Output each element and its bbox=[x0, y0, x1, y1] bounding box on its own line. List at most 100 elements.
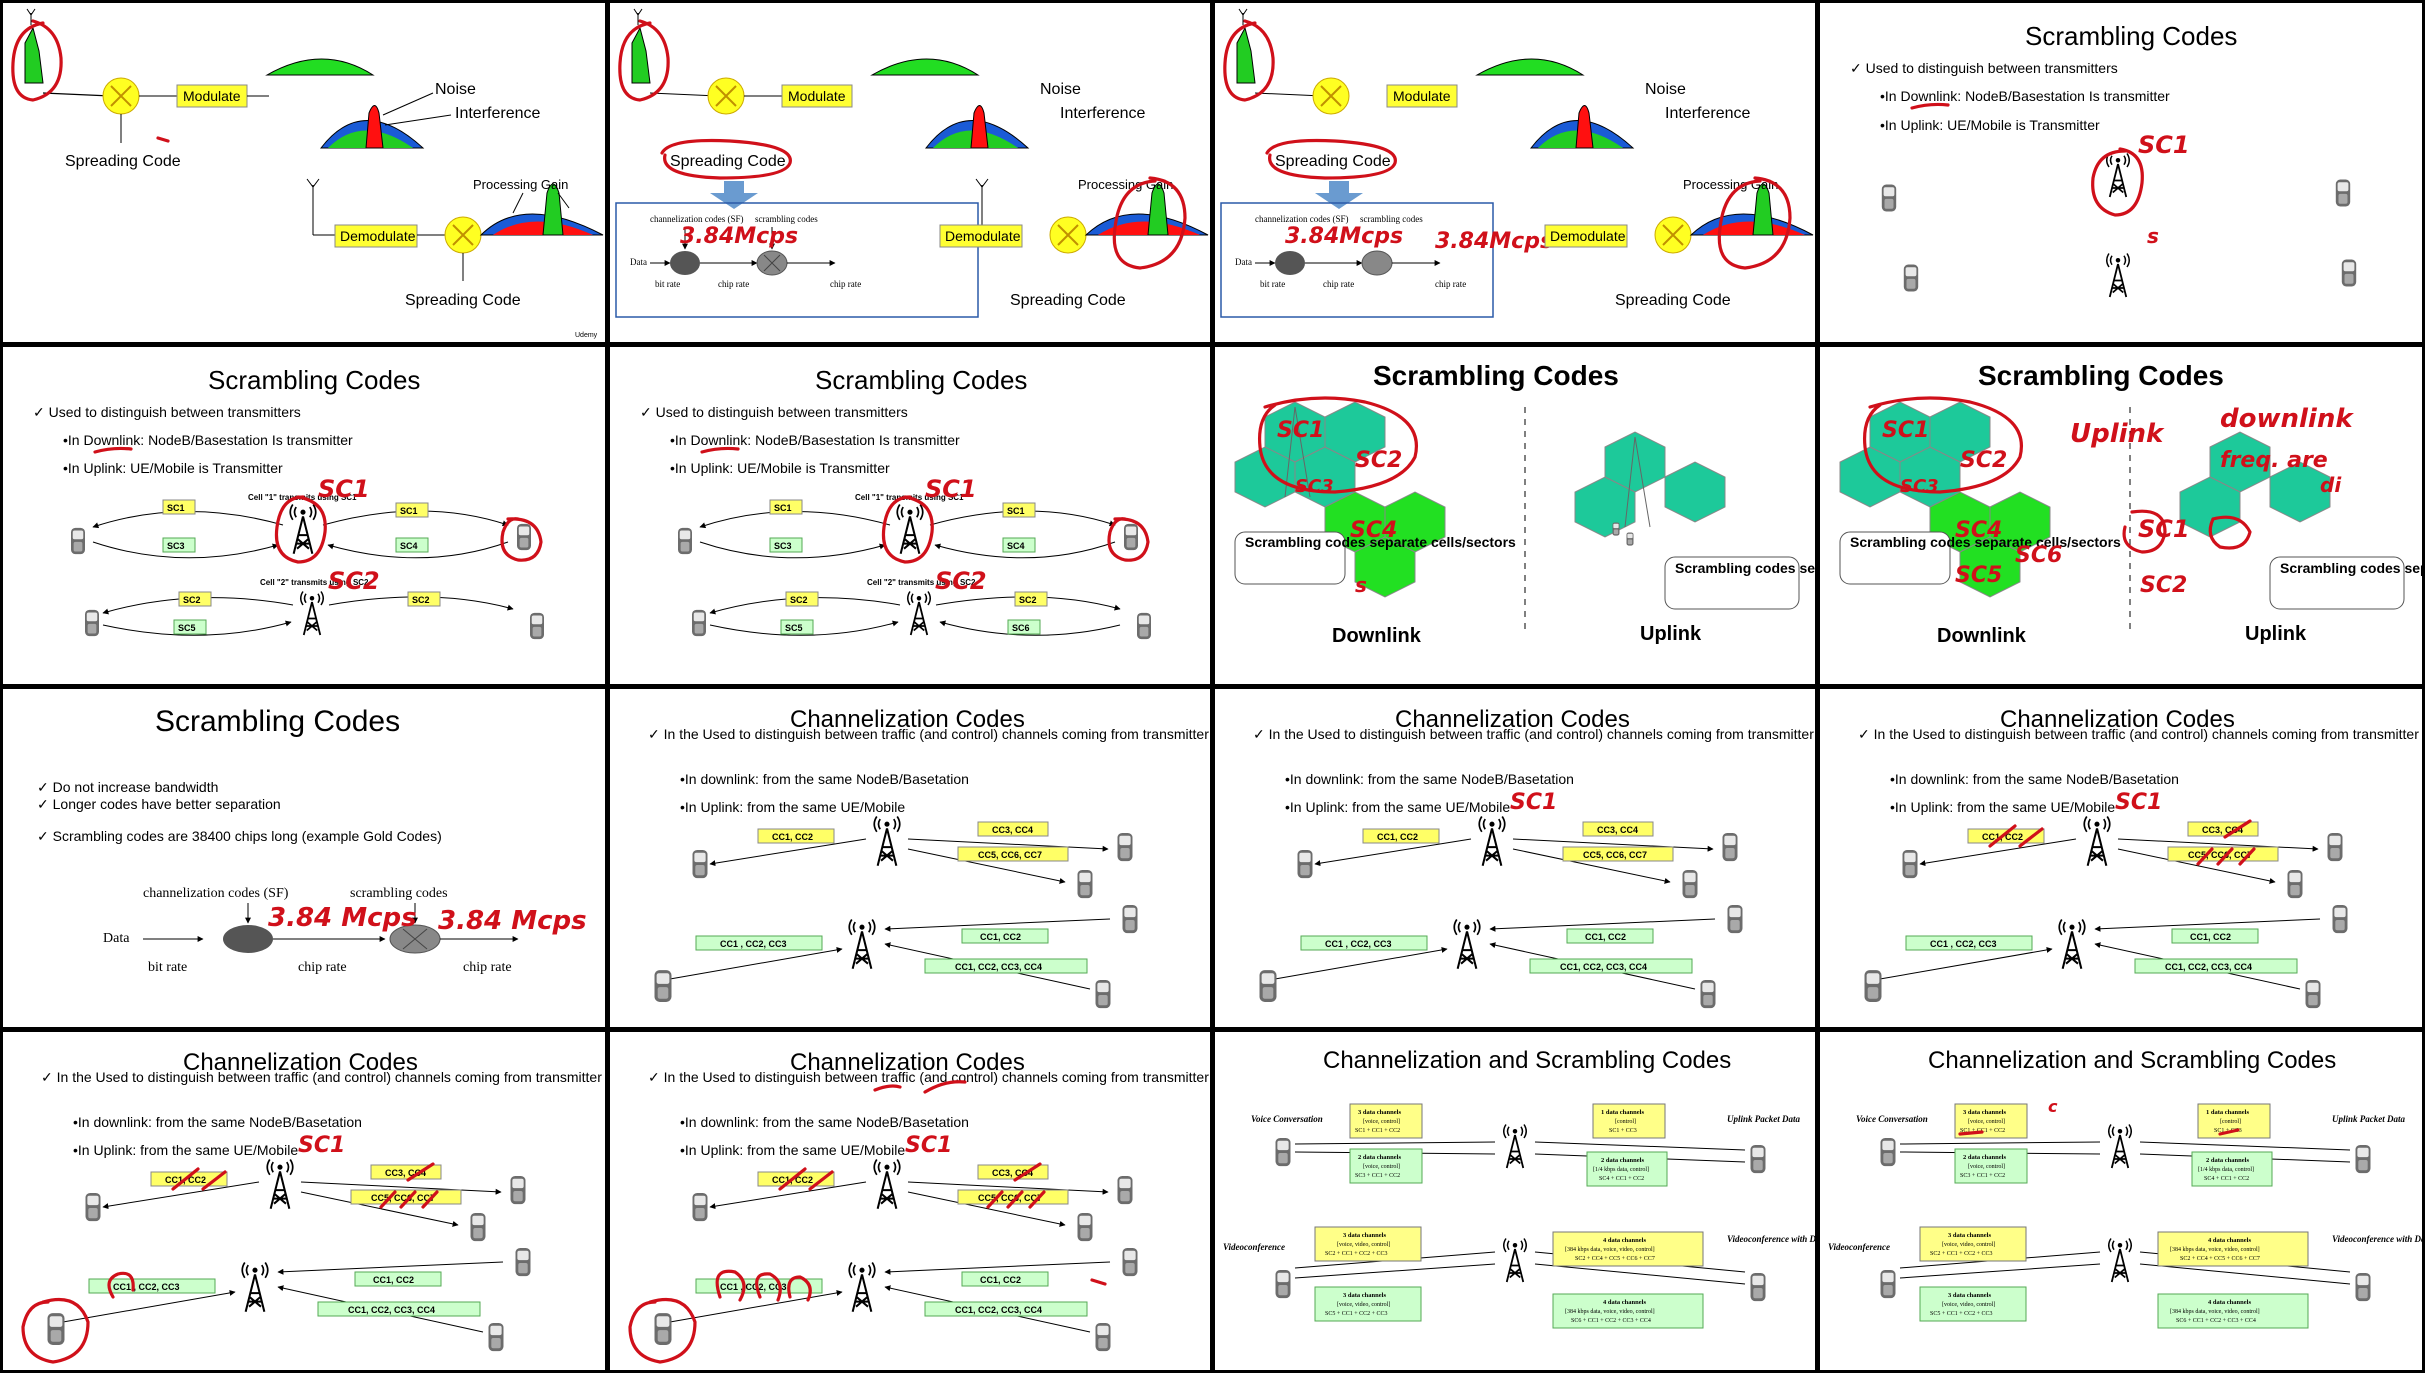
spreading-code-label-2: Spreading Code bbox=[1615, 292, 1731, 309]
cc-label: CC1, CC2 bbox=[772, 832, 813, 842]
slide-scrambling-properties[interactable]: Scrambling Codes ✓ Do not increase bandw… bbox=[3, 689, 605, 1027]
box-sub: [voice, video, control] bbox=[1337, 1242, 1390, 1248]
slide-combined-2[interactable]: Channelization and Scrambling Codes Voic… bbox=[1820, 1032, 2422, 1370]
annotation-sc1: SC1 bbox=[298, 1133, 345, 1158]
annotation-sc2: SC2 bbox=[1355, 448, 1402, 473]
slide-scrambling-1[interactable]: Scrambling Codes ✓ Used to distinguish b… bbox=[1820, 3, 2422, 342]
slide-title: Scrambling Codes bbox=[1978, 360, 2224, 391]
bullet-3: •In Uplink: from the same UE/Mobile bbox=[73, 1142, 298, 1158]
slide-channelization-2[interactable]: Channelization Codes ✓ In the Used to di… bbox=[1215, 689, 1815, 1027]
cc-label: CC1, CC2, CC3, CC4 bbox=[2165, 962, 2252, 972]
slide-spreading-1[interactable]: Modulate Spreading Code Noise Interferen… bbox=[3, 3, 605, 342]
demodulate-label: Demodulate bbox=[340, 228, 416, 244]
property-2: ✓ Longer codes have better separation bbox=[37, 796, 281, 812]
bullet-3: •In Uplink: UE/Mobile is Transmitter bbox=[1880, 117, 2100, 133]
annotation-mcps: 3.84 Mcps bbox=[268, 903, 417, 933]
videoconference-data-label: Videoconference with Data bbox=[1727, 1234, 1815, 1244]
annotation-sc3: SC3 bbox=[1900, 476, 1939, 497]
bullet-2: •In Downlink: NodeB/Basestation Is trans… bbox=[1880, 88, 2170, 104]
property-3: ✓ Scrambling codes are 38400 chips long … bbox=[37, 828, 442, 844]
cc-label: CC5, CC6, CC7 bbox=[2188, 850, 2252, 860]
cc-label: CC1, CC2 bbox=[980, 932, 1021, 942]
cc-label: CC1, CC2, CC3, CC4 bbox=[348, 1305, 435, 1315]
demodulate-label: Demodulate bbox=[1550, 228, 1626, 244]
downlink-label: Downlink bbox=[1937, 625, 2027, 647]
box-title: 1 data channels bbox=[2206, 1109, 2249, 1116]
sc-label: SC5 bbox=[178, 623, 196, 633]
bullet-2: •In Downlink: NodeB/Basestation Is trans… bbox=[63, 432, 353, 448]
box-title: 2 data channels bbox=[1601, 1157, 1644, 1164]
cc-label: CC1, CC2 bbox=[980, 1275, 1021, 1285]
interference-label: Interference bbox=[455, 105, 540, 122]
slide-channelization-5[interactable]: Channelization Codes ✓ In the Used to di… bbox=[610, 1032, 1210, 1370]
box-sub: [voice, video, control] bbox=[1337, 1302, 1390, 1308]
sc-label: SC2 bbox=[412, 595, 430, 605]
callout-uplink: Scrambling codes separate different mobi… bbox=[1675, 560, 1815, 576]
slide-title: Scrambling Codes bbox=[815, 365, 1027, 395]
bullet-2: •In downlink: from the same NodeB/Baseta… bbox=[680, 1114, 969, 1130]
annotation-downlink: downlink bbox=[2220, 404, 2354, 434]
slide-channelization-3[interactable]: Channelization Codes ✓ In the Used to di… bbox=[1820, 689, 2422, 1027]
scrambling-codes-label: scrambling codes bbox=[1360, 214, 1423, 224]
cc-label: CC1 , CC2, CC3 bbox=[1930, 939, 1997, 949]
slide-channelization-1[interactable]: Channelization Codes ✓ In the Used to di… bbox=[610, 689, 1210, 1027]
slide-title: Channelization Codes bbox=[1395, 706, 1630, 733]
slide-scrambling-3[interactable]: Scrambling Codes ✓ Used to distinguish b… bbox=[610, 347, 1210, 684]
bullet-1: ✓ Used to distinguish between transmitte… bbox=[640, 404, 908, 420]
slide-channelization-4[interactable]: Channelization Codes ✓ In the Used to di… bbox=[3, 1032, 605, 1370]
slide-combined-1[interactable]: Channelization and Scrambling Codes Voic… bbox=[1215, 1032, 1815, 1370]
box-sub: [1/4 kbps data, control] bbox=[1593, 1167, 1649, 1173]
bullet-2: •In Downlink: NodeB/Basestation Is trans… bbox=[670, 432, 960, 448]
data-label: Data bbox=[103, 931, 130, 946]
bullet-1: ✓ Used to distinguish between transmitte… bbox=[1850, 60, 2118, 76]
callout-uplink: Scrambling codes separate different mobi… bbox=[2280, 560, 2422, 576]
cc-label: CC1 , CC2, CC3 bbox=[113, 1282, 180, 1292]
modulate-label: Modulate bbox=[788, 88, 846, 104]
annotation-c: c bbox=[2048, 1097, 2058, 1116]
bullet-3: •In Uplink: UE/Mobile is Transmitter bbox=[63, 460, 283, 476]
slide-scrambling-2[interactable]: Scrambling Codes ✓ Used to distinguish b… bbox=[3, 347, 605, 684]
slide-title: Channelization and Scrambling Codes bbox=[1928, 1047, 2336, 1074]
chip-rate-label: chip rate bbox=[718, 279, 749, 289]
cc-label: CC1, CC2 bbox=[373, 1275, 414, 1285]
channelization-codes-label: channelization codes (SF) bbox=[650, 214, 743, 224]
box-sub: [voice, control] bbox=[1363, 1119, 1400, 1125]
annotation-sc1: SC1 bbox=[1510, 790, 1557, 815]
box-sub: [1/4 kbps data, control] bbox=[2198, 1167, 2254, 1173]
box-codes: SC4 + CC1 + CC2 bbox=[1599, 1176, 1644, 1182]
bullet-1: ✓ In the Used to distinguish between tra… bbox=[1253, 726, 1814, 742]
spreading-code-label: Spreading Code bbox=[65, 153, 181, 170]
annotation-sc1: SC1 bbox=[318, 475, 370, 503]
chip-rate-label: chip rate bbox=[298, 960, 347, 975]
box-sub: [voice, video, control] bbox=[1942, 1242, 1995, 1248]
bullet-1: ✓ In the Used to distinguish between tra… bbox=[41, 1069, 602, 1085]
bullet-1: ✓ In the Used to distinguish between tra… bbox=[648, 726, 1209, 742]
bullet-1: ✓ Used to distinguish between transmitte… bbox=[33, 404, 301, 420]
interference-label: Interference bbox=[1060, 105, 1145, 122]
channelization-codes-label: channelization codes (SF) bbox=[1255, 214, 1348, 224]
annotation-sc2: SC2 bbox=[935, 567, 987, 595]
slide-scrambling-cells-1[interactable]: Scrambling Codes Scrambling codes separa… bbox=[1215, 347, 1815, 684]
annotation-sc1: SC1 bbox=[2115, 790, 2162, 815]
box-sub: [voice, control] bbox=[1363, 1164, 1400, 1170]
cc-label: CC1, CC2 bbox=[1377, 832, 1418, 842]
cc-label: CC1, CC2 bbox=[1585, 932, 1626, 942]
sc-label: SC6 bbox=[1012, 623, 1030, 633]
slide-title: Channelization Codes bbox=[2000, 706, 2235, 733]
box-codes: SC2 + CC4 + CC5 + CC6 + CC7 bbox=[1575, 1256, 1655, 1262]
slide-title: Scrambling Codes bbox=[2025, 21, 2237, 51]
slide-title: Channelization Codes bbox=[790, 1049, 1025, 1076]
cc-label: CC1, CC2 bbox=[2190, 932, 2231, 942]
noise-label: Noise bbox=[1645, 81, 1686, 98]
slide-spreading-3[interactable]: Modulate Spreading Code channelization c… bbox=[1215, 3, 1815, 342]
box-codes: SC6 + CC1 + CC2 + CC3 + CC4 bbox=[2176, 1318, 2256, 1324]
cc-label: CC1 , CC2, CC3 bbox=[720, 939, 787, 949]
annotation-freq: freq. are bbox=[2220, 448, 2328, 473]
sc-label: SC1 bbox=[400, 506, 418, 516]
box-title: 3 data channels bbox=[1358, 1109, 1401, 1116]
box-sub: [control] bbox=[1615, 1119, 1636, 1125]
sc-label: SC2 bbox=[183, 595, 201, 605]
slide-title: Scrambling Codes bbox=[208, 365, 420, 395]
slide-spreading-2[interactable]: Modulate Spreading Code channelization c… bbox=[610, 3, 1210, 342]
slide-scrambling-cells-2[interactable]: Scrambling Codes Scrambling codes separa… bbox=[1820, 347, 2422, 684]
